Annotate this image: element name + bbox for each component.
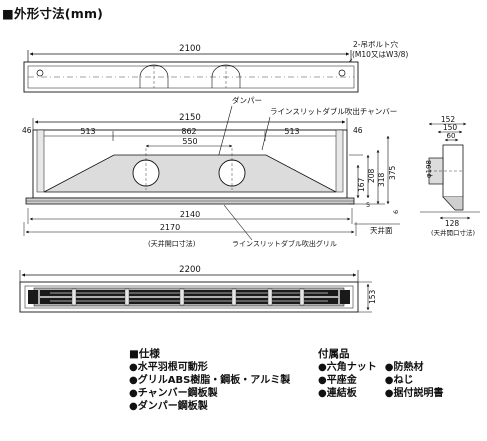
- spec-item: ●グリルABS樹脂・鋼板・アルミ製: [129, 375, 291, 386]
- top-duct-right: [211, 64, 241, 88]
- dim-holes: 550: [182, 137, 197, 146]
- ceiling-open-side: (天井開口寸法): [431, 228, 475, 237]
- bottom-width-label: 2200: [179, 265, 201, 275]
- chamber-body: [43, 154, 337, 193]
- dim-167: 167: [357, 177, 366, 192]
- specs-heading: ■仕様: [129, 348, 160, 360]
- side-view: 152 150 60 φ198 128 (天井開口寸法): [420, 115, 480, 237]
- dim-318: 318: [377, 172, 386, 187]
- bolt-hole-left: [36, 69, 44, 77]
- dim-208: 208: [367, 168, 376, 183]
- bolt-hole-right: [338, 69, 346, 77]
- dim-left-edge: 46: [22, 126, 32, 135]
- accessories-block: 付属品 ●六角ナット ●平座金 ●連結板 ●防熱材 ●ねじ ●据付説明書: [318, 348, 443, 400]
- dim-6: 6: [392, 210, 400, 214]
- page-title: ■外形寸法(mm): [2, 6, 104, 21]
- ceiling-open-front: (天井開口寸法): [148, 239, 196, 248]
- dim-375: 375: [388, 165, 397, 180]
- bottom-view: 2200 153: [19, 265, 377, 313]
- bottom-height-label: 153: [368, 289, 377, 304]
- label-damper: ダンパー: [232, 95, 262, 105]
- accessory-item: ●六角ナット: [318, 362, 377, 373]
- accessory-item: ●据付説明書: [384, 388, 444, 399]
- dim-150: 150: [443, 123, 458, 132]
- front-view: ダンパー ラインスリットダブル吹出チャンバー 2150 46 46 513 86…: [22, 95, 400, 248]
- spec-item: ●水平羽根可動形: [129, 362, 208, 373]
- label-grille: ラインスリットダブル吹出グリル: [232, 239, 337, 248]
- spec-item: ●チャンバー鋼板製: [129, 388, 218, 399]
- top-duct-left: [139, 64, 169, 88]
- dim-right-edge: 46: [353, 126, 363, 135]
- bolt-note-2: (M10又はW3/8): [352, 50, 408, 59]
- accessory-item: ●平座金: [318, 375, 357, 386]
- dim-center: 862: [181, 127, 196, 136]
- dim-60: 60: [447, 132, 456, 140]
- accessories-heading: 付属品: [318, 348, 350, 360]
- dim-diam: φ198: [425, 160, 433, 178]
- dim-2170: 2170: [160, 223, 180, 232]
- dim-152: 152: [441, 115, 456, 124]
- top-view: 2100 2-吊ボルト穴 (M10又はW3/8): [23, 39, 408, 93]
- specs-block: ■仕様 ●水平羽根可動形 ●グリルABS樹脂・鋼板・アルミ製 ●チャンバー鋼板製…: [129, 348, 290, 413]
- dim-left: 513: [80, 127, 95, 136]
- dim-total: 2150: [179, 113, 201, 123]
- dim-2140: 2140: [180, 210, 200, 219]
- accessory-item: ●連結板: [318, 388, 357, 399]
- spec-item: ●ダンパー鋼板製: [129, 401, 208, 412]
- top-width-label: 2100: [179, 44, 201, 54]
- label-chamber: ラインスリットダブル吹出チャンバー: [270, 106, 397, 116]
- ceiling-face-label: 天井面: [370, 225, 393, 235]
- dim-5: 5: [366, 201, 370, 209]
- bolt-note-1: 2-吊ボルト穴: [353, 39, 398, 49]
- accessory-item: ●ねじ: [384, 375, 414, 386]
- accessory-item: ●防熱材: [384, 362, 424, 373]
- dim-128: 128: [445, 219, 460, 228]
- dim-right: 513: [284, 127, 299, 136]
